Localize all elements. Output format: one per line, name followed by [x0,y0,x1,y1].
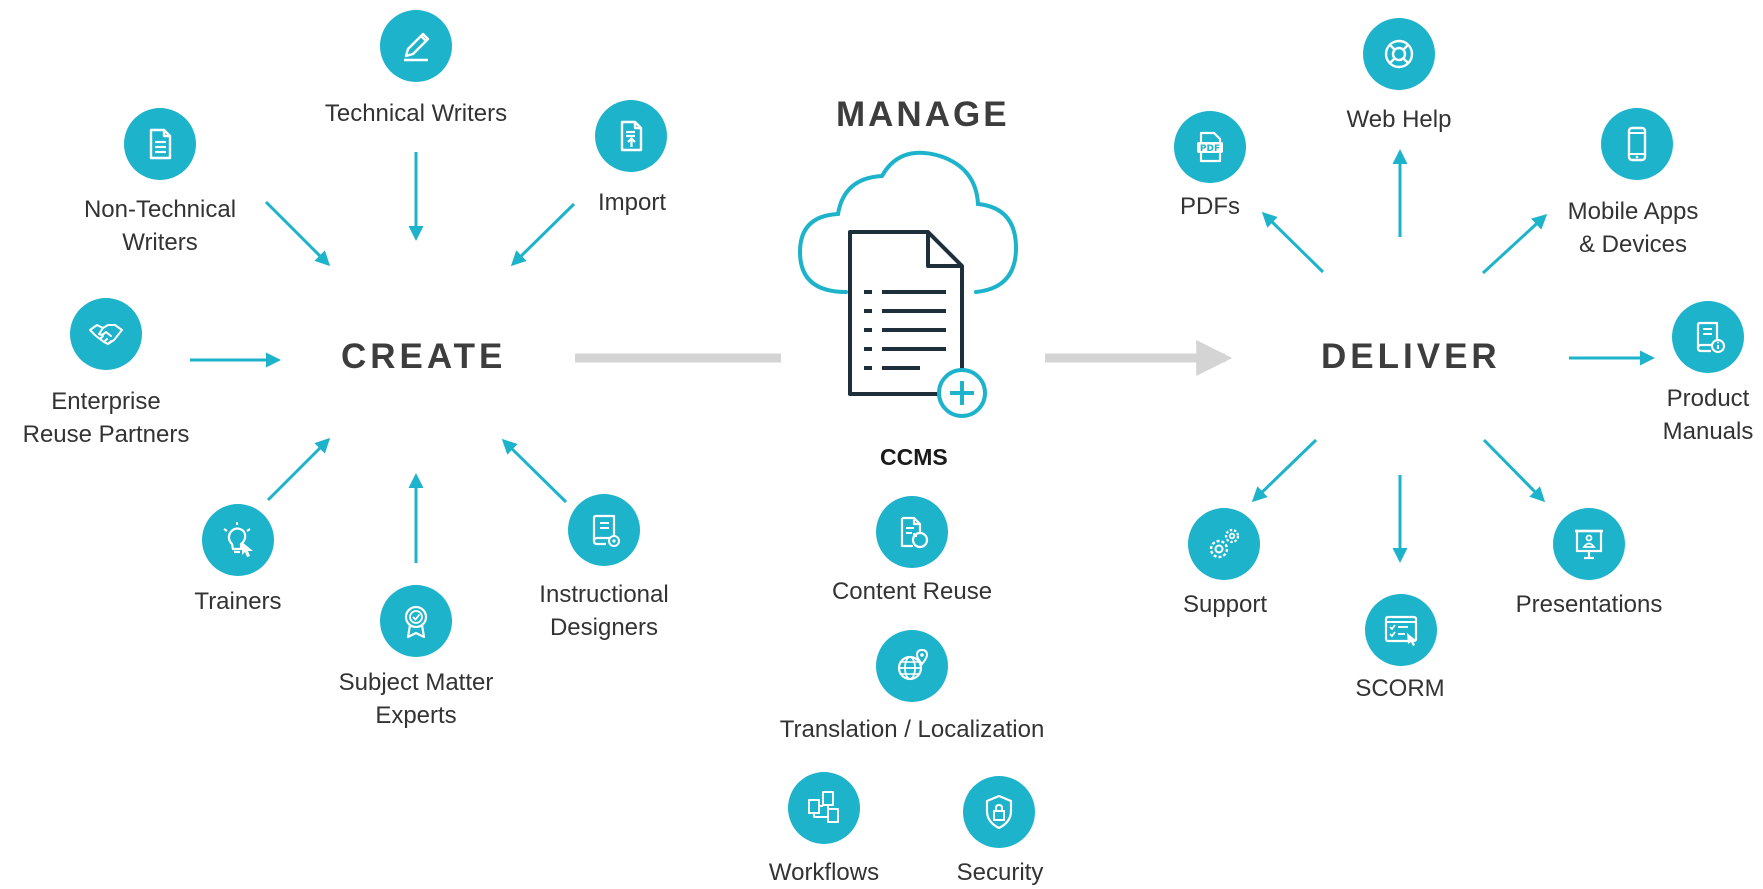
scorm-label: SCORM [1355,675,1445,702]
node-trainers [202,504,274,576]
arrow-import-to-create [510,202,576,267]
lifebuoy-icon [1363,18,1435,90]
node-presentations [1553,508,1625,580]
workflows-label: Workflows [768,859,880,886]
node-non-technical-writers [124,108,196,180]
manage-hub-label: MANAGE [836,95,1010,134]
support-label: Support [1182,591,1268,618]
mobile-apps-label-line2: & Devices [1578,231,1688,258]
ccms-cloud-document-icon [780,148,1040,433]
arrow-instructional-designers-to-create [501,438,568,504]
node-instructional-designers [568,494,640,566]
node-import [595,100,667,172]
file-import-icon [595,100,667,172]
node-content-reuse [876,496,948,568]
pdfs-label: PDFs [1180,193,1240,220]
pdf-icon: PDF [1174,111,1246,183]
mobile-apps-label: Mobile Apps & Devices [1533,195,1733,261]
gears-icon [1188,508,1260,580]
arrow-deliver-to-presentations [1482,438,1546,503]
node-subject-matter-experts [380,585,452,657]
non-technical-writers-label: Non-Technical Writers [40,193,280,259]
enterprise-reuse-partners-label-line2: Reuse Partners [22,421,190,448]
smartphone-icon [1601,108,1673,180]
enterprise-reuse-partners-label: Enterprise Reuse Partners [0,385,212,451]
node-security [963,776,1035,848]
award-badge-icon [380,585,452,657]
web-help-label: Web Help [1346,106,1452,133]
workflow-documents-icon [788,772,860,844]
arrow-deliver-to-mobile-apps [1481,213,1548,275]
node-translation-localization [876,630,948,702]
instructional-designers-label-line1: Instructional [539,581,669,608]
node-product-manuals [1672,301,1744,373]
deliver-hub-label: DELIVER [1321,337,1501,376]
shield-lock-icon [963,776,1035,848]
ccms-label: CCMS [880,444,948,470]
non-technical-writers-label-line1: Non-Technical [83,196,237,223]
instructional-designers-label: Instructional Designers [504,578,704,644]
technical-writers-label: Technical Writers [324,100,508,127]
arrow-deliver-to-pdfs [1261,211,1325,274]
book-gear-icon [568,494,640,566]
import-label: Import [597,189,666,216]
arrow-non-technical-writers-to-create [264,200,331,267]
arrow-trainers-to-create [266,437,331,502]
lightbulb-cursor-icon [202,504,274,576]
product-manuals-label: Product Manuals [1633,382,1763,448]
presentations-label: Presentations [1515,591,1663,618]
product-manuals-label-line2: Manuals [1662,418,1754,445]
node-workflows [788,772,860,844]
trainers-label: Trainers [194,588,282,615]
arrow-deliver-to-support [1251,438,1318,503]
presentation-board-icon [1553,508,1625,580]
product-manuals-label-line1: Product [1666,385,1750,412]
document-refresh-icon [876,496,948,568]
manual-info-icon [1672,301,1744,373]
svg-text:PDF: PDF [1200,144,1220,154]
translation-localization-label: Translation / Localization [779,716,1045,743]
enterprise-reuse-partners-label-line1: Enterprise [51,388,161,415]
mobile-apps-label-line1: Mobile Apps [1567,198,1699,225]
security-label: Security [956,859,1044,886]
subject-matter-experts-label-line2: Experts [375,702,457,729]
node-technical-writers [366,10,466,82]
create-hub-label: CREATE [341,337,507,376]
node-enterprise-reuse-partners [70,298,142,370]
node-support [1188,508,1260,580]
document-icon [124,108,196,180]
subject-matter-experts-label: Subject Matter Experts [296,666,536,732]
browser-checklist-icon [1365,594,1437,666]
node-mobile-apps [1601,108,1673,180]
node-scorm [1365,594,1437,666]
globe-pin-icon [876,630,948,702]
node-pdfs: PDF [1174,111,1246,183]
handshake-icon [70,298,142,370]
subject-matter-experts-label-line1: Subject Matter [338,669,494,696]
non-technical-writers-label-line2: Writers [122,229,198,256]
content-reuse-label: Content Reuse [831,578,993,605]
pencil-icon [380,10,452,82]
node-web-help [1363,18,1435,90]
instructional-designers-label-line2: Designers [549,614,659,641]
